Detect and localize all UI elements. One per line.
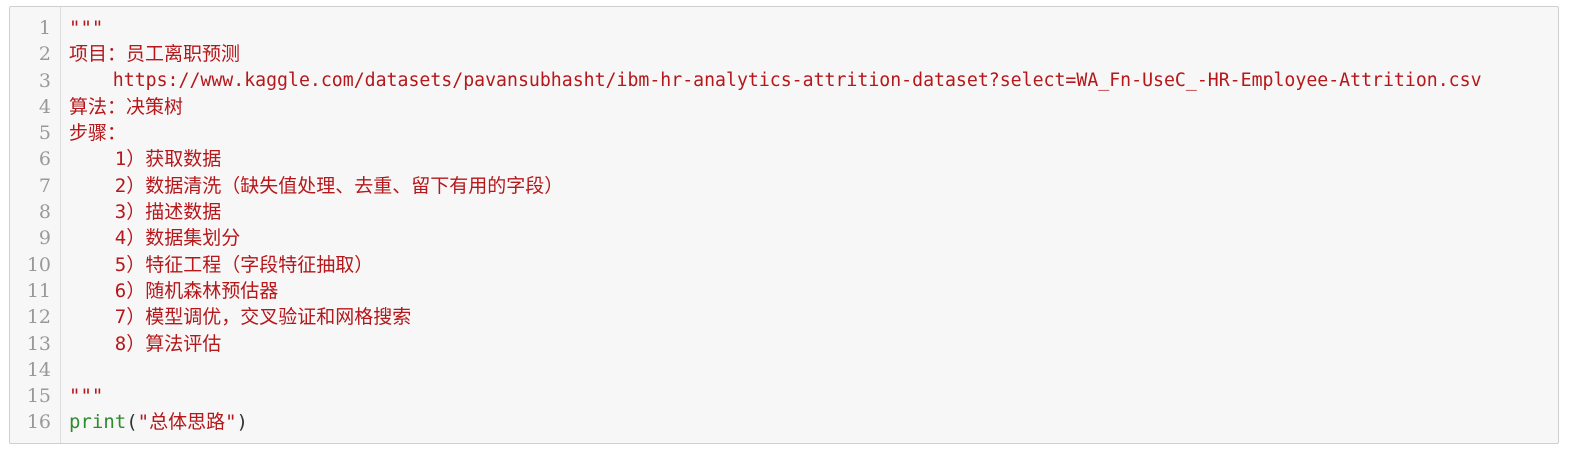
line-number: 10 (26, 253, 51, 276)
line-number: 2 (38, 43, 51, 66)
line-number: 16 (26, 411, 51, 434)
line-number-gutter: 1 2 3 4 5 6 7 8 9 10 11 12 13 14 15 16 (10, 7, 61, 443)
code-line-steps-heading: 步骤： (69, 122, 127, 145)
print-function: print (69, 411, 127, 434)
code-line-docstring-close: """ (69, 385, 104, 408)
line-number: 15 (26, 385, 51, 408)
code-line-step-7: 7）模型调优，交叉验证和网格搜索 (69, 306, 412, 329)
line-number: 1 (38, 17, 51, 39)
line-number: 3 (38, 69, 51, 92)
code-line-step-6: 6）随机森林预估器 (69, 279, 279, 302)
line-number: 7 (38, 174, 51, 197)
code-line-dataset-url: https://www.kaggle.com/datasets/pavansub… (69, 69, 1482, 91)
code-area[interactable]: """ 项目：员工离职预测 https://www.kaggle.com/dat… (61, 7, 1558, 443)
code-line-algorithm: 算法：决策树 (69, 95, 184, 118)
code-line-step-5: 5）特征工程（字段特征抽取） (69, 253, 374, 276)
open-paren: ( (126, 411, 138, 434)
code-line-print: print("总体思路") (69, 409, 1558, 435)
line-number: 11 (26, 279, 51, 302)
code-line-step-2: 2）数据清洗（缺失值处理、去重、留下有用的字段） (69, 174, 564, 197)
line-number: 4 (38, 95, 51, 118)
code-block: 1 2 3 4 5 6 7 8 9 10 11 12 13 14 15 16 "… (9, 6, 1559, 444)
line-number: 13 (26, 332, 51, 355)
code-line-step-3: 3）描述数据 (69, 201, 222, 224)
line-number: 6 (38, 148, 51, 171)
code-line-step-1: 1）获取数据 (69, 148, 222, 171)
line-number: 14 (26, 358, 51, 381)
line-number: 8 (38, 201, 51, 224)
code-line-blank (69, 357, 1558, 383)
code-line-project: 项目：员工离职预测 (69, 43, 241, 66)
line-number: 9 (38, 227, 51, 250)
code-line-docstring-open: """ (69, 17, 104, 39)
code-line-step-8: 8）算法评估 (69, 332, 222, 355)
line-number: 12 (26, 306, 51, 329)
print-string: "总体思路" (137, 411, 237, 434)
close-paren: ) (236, 411, 248, 434)
line-number: 5 (38, 122, 51, 145)
code-line-step-4: 4）数据集划分 (69, 227, 241, 250)
